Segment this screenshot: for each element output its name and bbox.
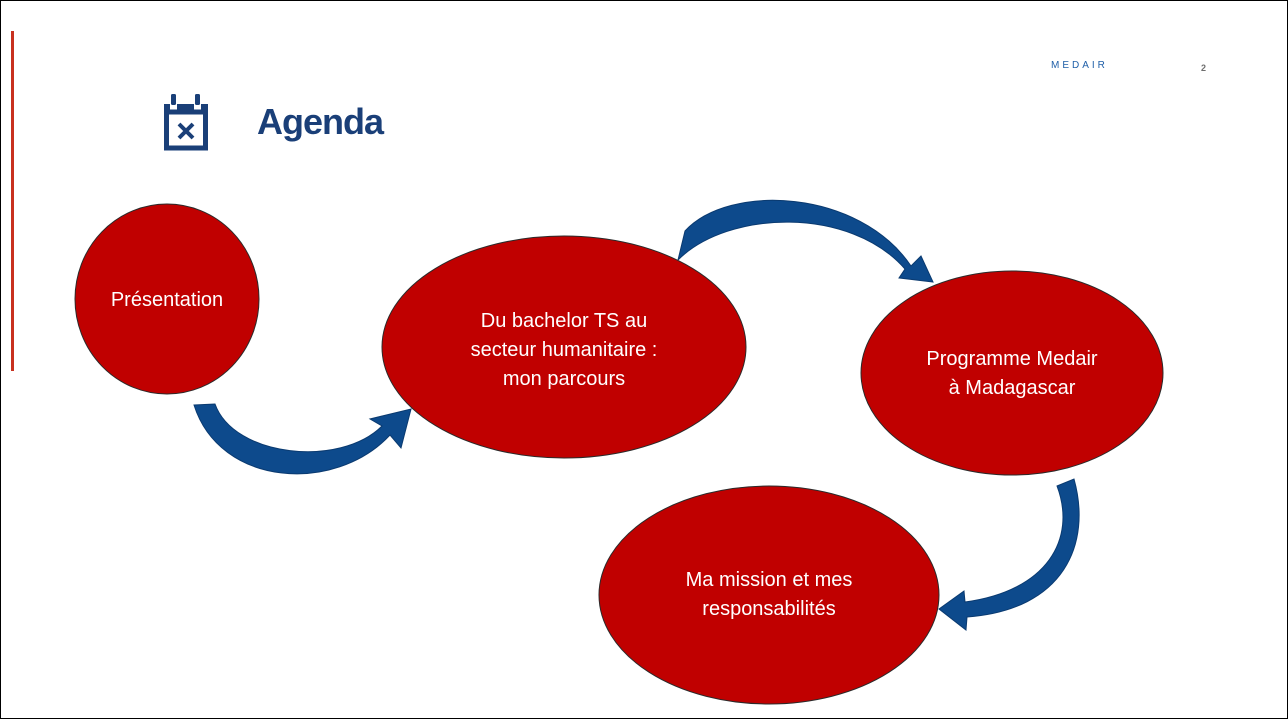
node-programme: Programme Medair à Madagascar [860,270,1164,476]
page-title: Agenda [257,101,384,142]
node-mission-line-2: responsabilités [702,598,835,620]
flow-arrows [193,199,1080,631]
node-parcours-line-1: Du bachelor TS au [481,310,647,332]
node-programme-line-2: à Madagascar [949,377,1076,399]
node-parcours: Du bachelor TS au secteur humanitaire : … [381,235,747,459]
node-mission-shape [598,485,940,705]
node-mission: Ma mission et mes responsabilités [598,485,940,705]
agenda-nodes: Présentation Du bachelor TS au secteur h… [74,203,1164,705]
arrow-parcours-to-programme [677,199,934,283]
page-number: 2 [1201,63,1207,73]
node-mission-line-1: Ma mission et mes [686,569,853,591]
node-presentation: Présentation [74,203,260,395]
node-programme-line-1: Programme Medair [926,348,1098,370]
arrow-programme-to-mission [938,478,1080,631]
accent-bar [11,31,14,371]
node-presentation-line-1: Présentation [111,289,223,311]
node-parcours-line-2: secteur humanitaire : [471,339,658,361]
node-parcours-line-3: mon parcours [503,368,625,390]
calendar-x-icon [164,94,208,151]
brand-name: MEDAIR [1051,60,1108,71]
node-programme-shape [860,270,1164,476]
arrow-presentation-to-parcours [193,403,412,475]
node-presentation-shape [74,203,260,395]
node-parcours-shape [381,235,747,459]
